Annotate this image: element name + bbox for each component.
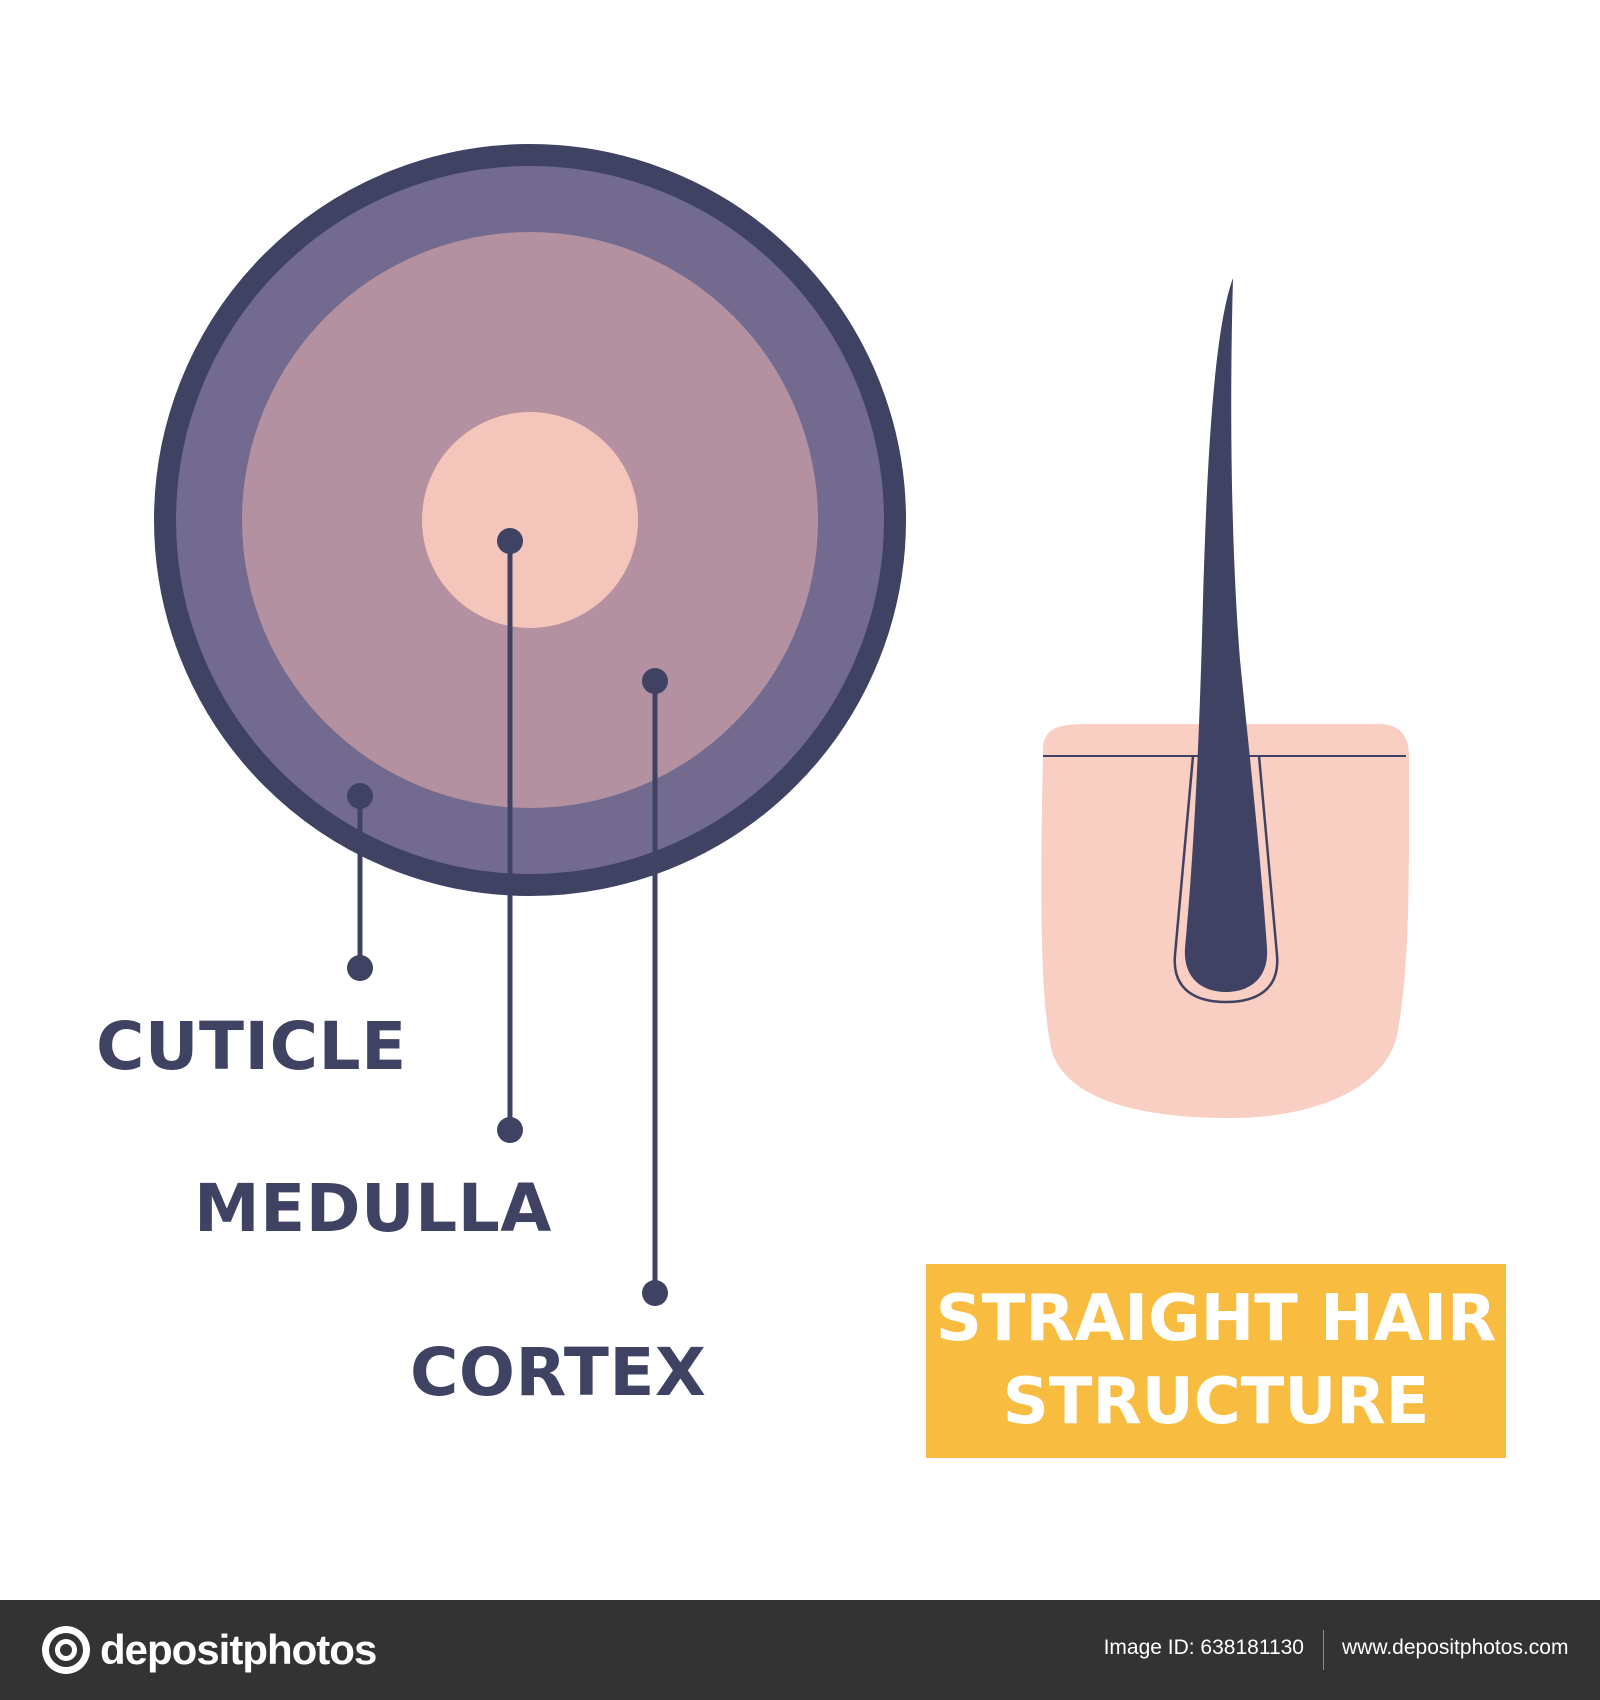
cuticle-leader-dot-top [347, 783, 373, 809]
footer-image-id: Image ID: 638181130 [1103, 1636, 1304, 1659]
leader-lines [347, 528, 668, 1306]
cortex-leader-dot-top [642, 668, 668, 694]
cuticle-leader-dot-bottom [347, 955, 373, 981]
hair-cross-section [154, 144, 906, 896]
footer-divider [1323, 1630, 1324, 1670]
hair-structure-illustration [154, 144, 1410, 1306]
camera-lens-icon [42, 1626, 90, 1674]
footer-url[interactable]: www.depositphotos.com [1342, 1636, 1569, 1659]
follicle-outline [1173, 755, 1279, 1004]
cortex-leader-dot-bottom [642, 1280, 668, 1306]
medulla-leader-dot-bottom [497, 1117, 523, 1143]
title-box: STRAIGHT HAIR STRUCTURE [926, 1264, 1506, 1458]
medulla-leader [497, 528, 523, 1143]
title-line-2: STRUCTURE [1002, 1365, 1430, 1439]
footer-brand: depositphotos [100, 1626, 377, 1673]
cortex-leader [642, 668, 668, 1306]
medulla-disc [422, 412, 638, 628]
title-line-1: STRAIGHT HAIR [935, 1281, 1497, 1356]
cuticle-label: CUTICLE [96, 1008, 407, 1085]
footer-bar: depositphotos Image ID: 638181130 www.de… [0, 1600, 1600, 1700]
footer-logo[interactable]: depositphotos [40, 1624, 377, 1676]
hair-shaft [1184, 278, 1268, 992]
hair-follicle-illustration [1041, 278, 1410, 1118]
medulla-label: MEDULLA [194, 1170, 552, 1247]
medulla-leader-dot-top [497, 528, 523, 554]
cuticle-leader [347, 783, 373, 981]
cortex-label: CORTEX [410, 1334, 707, 1411]
